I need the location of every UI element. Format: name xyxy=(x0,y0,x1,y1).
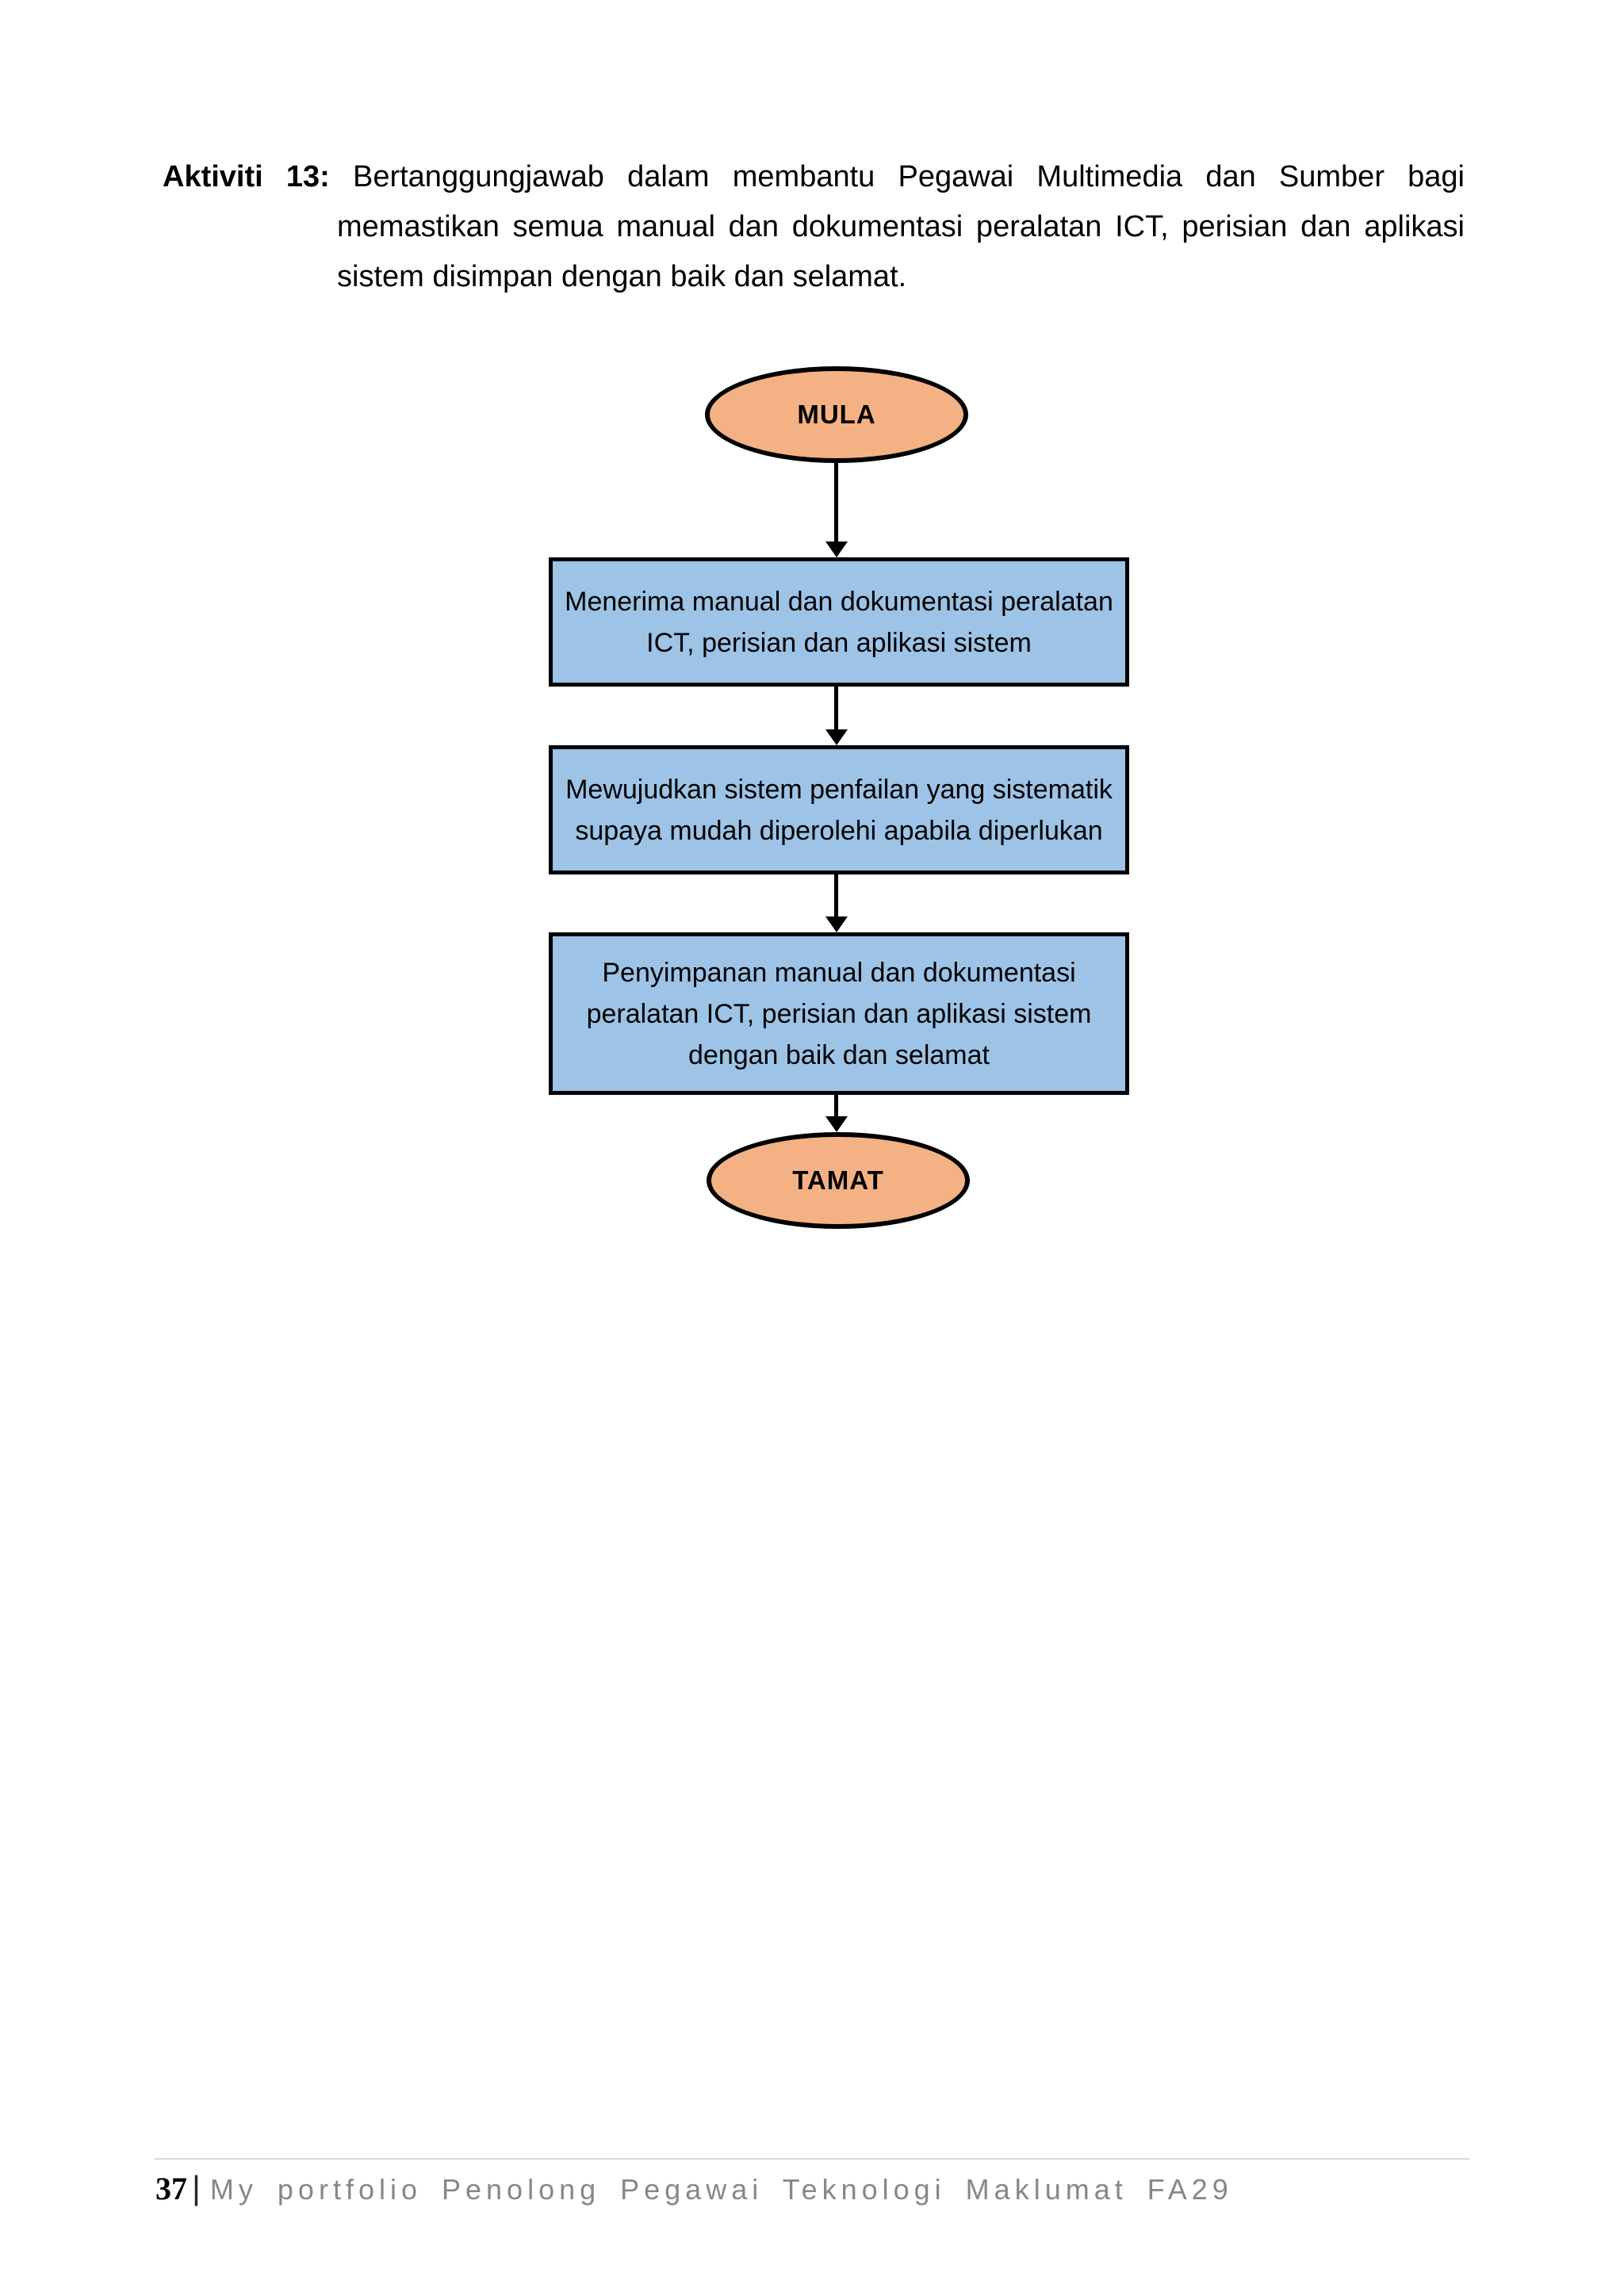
process-2-line-2: supaya mudah diperolehi apabila diperluk… xyxy=(575,815,1103,846)
connector-arrow-3 xyxy=(834,874,838,916)
process-3-line-2: peralatan ICT, perisian dan aplikasi sis… xyxy=(586,998,1092,1029)
flowchart-end-node: TAMAT xyxy=(707,1132,970,1229)
activity-text-1: Bertanggungjawab dalam membantu Pegawai … xyxy=(352,160,1465,193)
process-1-line-2: ICT, perisian dan aplikasi sistem xyxy=(646,627,1032,658)
activity-label: Aktiviti 13: xyxy=(163,160,330,193)
process-3-line-1: Penyimpanan manual dan dokumentasi xyxy=(602,957,1076,988)
process-3-line-3: dengan baik dan selamat xyxy=(688,1039,990,1070)
page-number: 37 xyxy=(155,2171,187,2206)
connector-arrow-1 xyxy=(834,462,838,541)
process-1-line-1: Menerima manual dan dokumentasi peralata… xyxy=(565,586,1113,617)
flowchart-process-2: Mewujudkan sistem penfailan yang sistema… xyxy=(549,745,1129,874)
end-node-label: TAMAT xyxy=(792,1165,884,1195)
process-2-line-1: Mewujudkan sistem penfailan yang sistema… xyxy=(565,774,1113,805)
flowchart-start-node: MULA xyxy=(705,366,968,463)
footer-title: My portfolio Penolong Pegawai Teknologi … xyxy=(209,2173,1233,2206)
activity-heading: Aktiviti 13: Bertanggungjawab dalam memb… xyxy=(163,152,1465,302)
footer-separator: | xyxy=(192,2169,201,2206)
activity-text-3: sistem disimpan dengan baik dan selamat. xyxy=(337,260,907,293)
activity-text-2: memastikan semua manual dan dokumentasi … xyxy=(337,210,1465,243)
connector-arrow-2 xyxy=(834,687,838,729)
footer-rule xyxy=(155,2158,1469,2160)
flowchart-process-3: Penyimpanan manual dan dokumentasi peral… xyxy=(549,932,1129,1095)
page-footer: 37 | My portfolio Penolong Pegawai Tekno… xyxy=(155,2169,1233,2207)
start-node-label: MULA xyxy=(797,400,876,429)
connector-arrow-4 xyxy=(834,1095,838,1116)
flowchart-process-1: Menerima manual dan dokumentasi peralata… xyxy=(549,557,1129,687)
activity-heading-line-1: Aktiviti 13: Bertanggungjawab dalam memb… xyxy=(163,152,1465,202)
